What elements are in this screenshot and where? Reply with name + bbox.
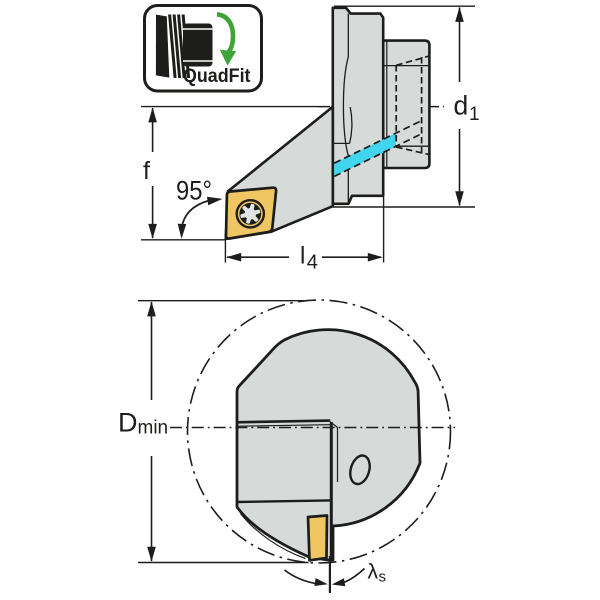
svg-text:f: f — [143, 157, 150, 185]
svg-text:4: 4 — [307, 251, 318, 273]
svg-text:QuadFit: QuadFit — [183, 66, 251, 87]
svg-text:l: l — [300, 243, 305, 270]
svg-text:s: s — [379, 569, 387, 586]
svg-text:min: min — [138, 418, 169, 439]
svg-text:d: d — [454, 91, 469, 121]
svg-text:λ: λ — [368, 561, 379, 584]
svg-text:D: D — [118, 408, 138, 438]
svg-text:95°: 95° — [176, 176, 212, 206]
svg-text:1: 1 — [469, 104, 480, 125]
